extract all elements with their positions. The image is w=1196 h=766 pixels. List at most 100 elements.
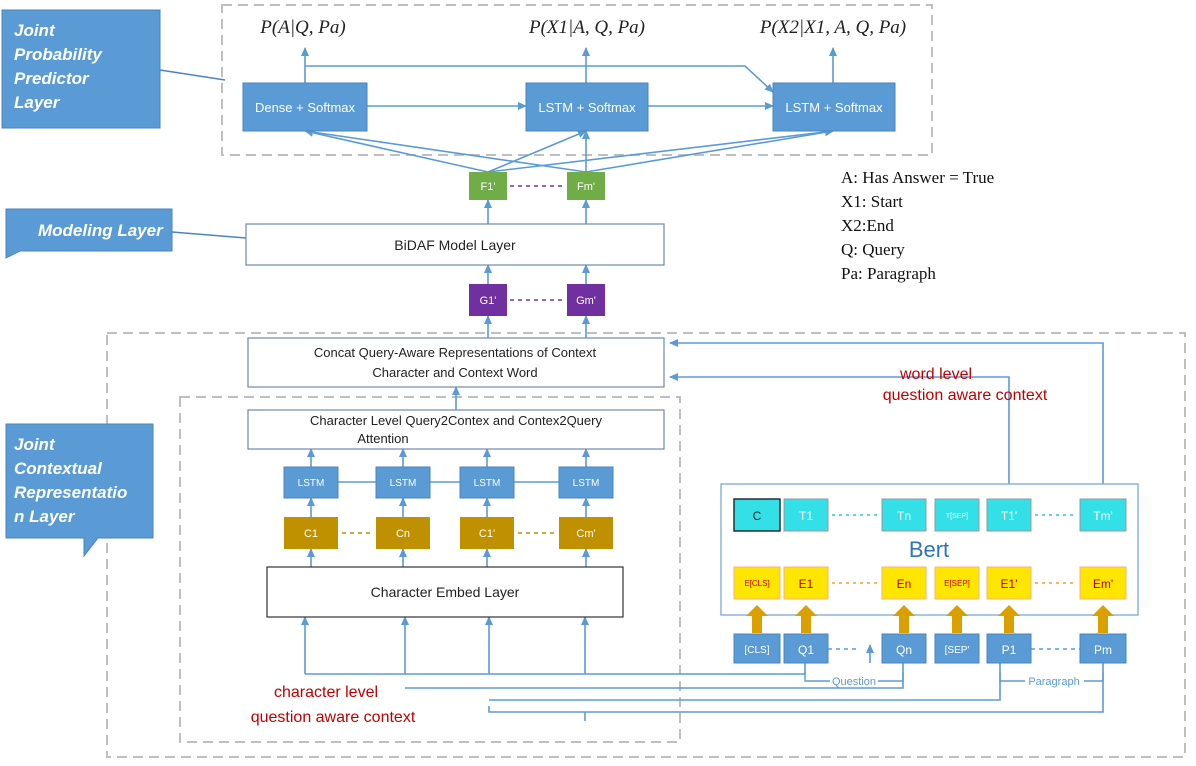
- output-p-x1: P(X1|A, Q, Pa): [528, 17, 645, 38]
- concat-box: Concat Query-Aware Representations of Co…: [247, 337, 665, 388]
- lstm-node-1: LSTM: [283, 466, 339, 499]
- g-node-last: Gm': [567, 284, 605, 316]
- e-node-sep-label: E[SEP]: [944, 579, 970, 588]
- joint-prob-line-2: Probability: [14, 45, 103, 64]
- bert-block: Bert C T1 Tn T[SEP] T1' Tm' E[CLS] E1 En…: [720, 483, 1139, 616]
- bidaf-model-label: BiDAF Model Layer: [394, 237, 516, 253]
- t-node-sep: [934, 498, 980, 532]
- g-node-first: G1': [469, 284, 507, 316]
- legend-item-pa: Pa: Paragraph: [841, 264, 936, 283]
- input-pm: [1079, 633, 1127, 664]
- e-node-1: [783, 566, 829, 600]
- c-node-3-label: C1': [479, 528, 495, 540]
- lstm-softmax-label-2: LSTM + Softmax: [785, 100, 883, 115]
- input-q1: [783, 633, 829, 664]
- input-sep-label: [SEP': [945, 645, 970, 656]
- e-node-sep: [934, 566, 980, 600]
- c-node-2: Cn: [376, 517, 430, 549]
- dense-softmax-label: Dense + Softmax: [255, 100, 356, 115]
- e-node-n: [881, 566, 927, 600]
- legend-item-x2: X2:End: [841, 216, 894, 235]
- f-node-first: F1': [469, 172, 507, 200]
- e-node-m-label: Em': [1093, 577, 1113, 591]
- joint-prob-line-1: Joint: [14, 21, 56, 40]
- f-node-last: Fm': [567, 172, 605, 200]
- t-node-1: [783, 498, 829, 532]
- c-node-1: C1: [284, 517, 338, 549]
- joint-ctx-line-3: Representatio: [14, 483, 127, 502]
- joint-context-region: [106, 332, 1186, 758]
- input-cls-label: [CLS]: [744, 645, 769, 656]
- e-node-cls-label: E[CLS]: [744, 579, 769, 588]
- input-qn: [881, 633, 927, 664]
- f-node-last-label: Fm': [577, 181, 595, 193]
- char-level-line-2: question aware context: [251, 709, 416, 726]
- bert-title: Bert: [909, 537, 949, 562]
- concat-line-2: Character and Context Word: [372, 365, 537, 380]
- bert-inputs: [CLS] Q1 Qn [SEP' P1 Pm: [733, 633, 1127, 664]
- legend-item-x1: X1: Start: [841, 192, 903, 211]
- dense-softmax-box: Dense + Softmax: [242, 82, 368, 132]
- g-node-first-label: G1': [480, 295, 497, 307]
- output-p-x2: P(X2|X1, A, Q, Pa): [759, 17, 906, 38]
- lstm-node-2: LSTM: [375, 466, 431, 499]
- t-node-m: [1079, 498, 1127, 532]
- legend: A: Has Answer = True X1: Start X2:End Q:…: [841, 168, 994, 283]
- bidaf-model-box: BiDAF Model Layer: [245, 223, 665, 266]
- e-node-1p-label: E1': [1001, 577, 1018, 591]
- e-node-cls: [733, 566, 781, 600]
- e-node-1-label: E1: [799, 577, 814, 591]
- attention-box: Character Level Query2Contex and Contex2…: [247, 409, 665, 450]
- c-node-2-label: Cn: [396, 528, 410, 540]
- e-node-1p: [986, 566, 1032, 600]
- lstm-softmax-box-2: LSTM + Softmax: [772, 82, 896, 132]
- joint-prob-line-3: Predictor: [14, 69, 90, 88]
- legend-item-q: Q: Query: [841, 240, 905, 259]
- t-node-n-label: Tn: [897, 509, 911, 523]
- question-bracket-label: Question: [832, 676, 876, 688]
- input-qn-label: Qn: [896, 643, 912, 657]
- t-node-m-label: Tm': [1093, 509, 1113, 523]
- bert-input-arrows: [746, 605, 1114, 633]
- lstm-softmax-label-1: LSTM + Softmax: [538, 100, 636, 115]
- input-q1-label: Q1: [798, 643, 814, 657]
- paragraph-bracket-label: Paragraph: [1028, 676, 1079, 688]
- word-level-line-1: word level: [899, 366, 972, 383]
- joint-probability-label: Joint Probability Predictor Layer: [1, 9, 226, 129]
- char-embed-box: Character Embed Layer: [266, 566, 624, 618]
- lstm-softmax-box-1: LSTM + Softmax: [525, 82, 649, 132]
- joint-ctx-line-4: n Layer: [14, 507, 76, 526]
- legend-item-a: A: Has Answer = True: [841, 168, 994, 187]
- t-node-c-label: C: [753, 509, 762, 523]
- output-p-a: P(A|Q, Pa): [259, 17, 345, 38]
- modeling-layer-label: Modeling Layer: [5, 208, 247, 259]
- attention-line-2: Attention: [357, 431, 408, 446]
- char-level-line-1: character level: [274, 684, 378, 701]
- c-node-4: Cm': [559, 517, 613, 549]
- joint-prob-line-4: Layer: [14, 93, 61, 112]
- joint-ctx-line-1: Joint: [14, 435, 56, 454]
- char-embed-label: Character Embed Layer: [371, 584, 520, 600]
- c-node-1-label: C1: [304, 528, 318, 540]
- input-cls: [733, 633, 781, 664]
- concat-line-1: Concat Query-Aware Representations of Co…: [314, 345, 597, 360]
- input-p1-label: P1: [1002, 643, 1017, 657]
- char-level-region: [179, 396, 681, 743]
- c-node-3: C1': [460, 517, 514, 549]
- lstm-node-4: LSTM: [558, 466, 614, 499]
- t-node-sep-label: T[SEP]: [946, 513, 968, 520]
- input-pm-label: Pm: [1094, 643, 1112, 657]
- t-node-1p-label: T1': [1001, 509, 1017, 523]
- t-node-1p: [986, 498, 1032, 532]
- e-node-n-label: En: [897, 577, 912, 591]
- lstm-node-4-label: LSTM: [573, 478, 600, 489]
- t-node-c: [733, 498, 781, 532]
- g-node-last-label: Gm': [576, 295, 596, 307]
- t-node-1-label: T1: [799, 509, 813, 523]
- t-node-n: [881, 498, 927, 532]
- modeling-layer-text: Modeling Layer: [38, 221, 164, 240]
- f-node-first-label: F1': [481, 181, 496, 193]
- joint-ctx-line-2: Contextual: [14, 459, 103, 478]
- lstm-node-1-label: LSTM: [298, 478, 325, 489]
